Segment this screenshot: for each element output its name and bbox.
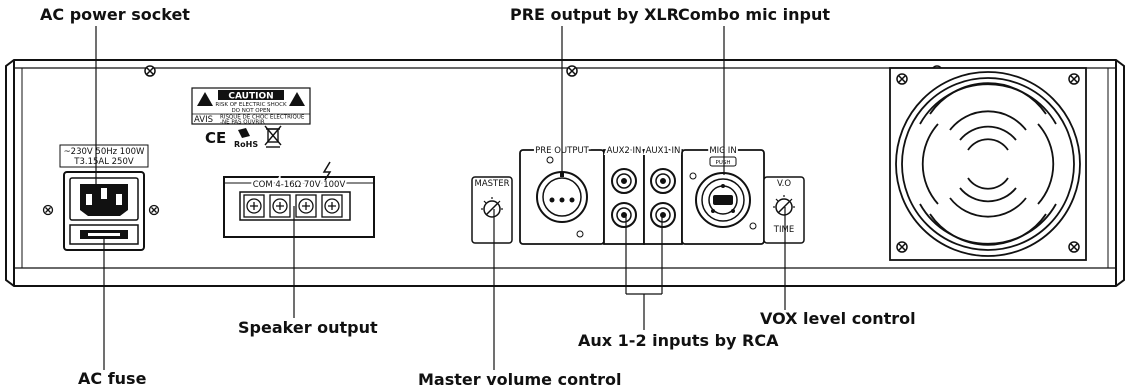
power-rating-line-1: ~230V 50Hz 100W (64, 147, 145, 157)
ce-mark: CE (205, 129, 226, 147)
speaker-output-callout: Speaker output (238, 318, 378, 337)
avis-label: AVIS (194, 115, 213, 125)
ac-fuse-holder-icon (69, 224, 139, 245)
ac-power-socket-callout: AC power socket (40, 5, 190, 24)
callouts: AC power socket PRE output by XLR Combo … (40, 5, 916, 389)
master-label: MASTER (474, 179, 509, 189)
time-label: TIME (773, 225, 794, 235)
push-label: PUSH (716, 160, 731, 166)
caution-line-1: RISK OF ELECTRIC SHOCK (215, 102, 287, 108)
mic-in-label: MIC IN (709, 146, 736, 156)
speaker-terminal-block: COM 4-16Ω 70V 100V (223, 161, 375, 238)
aux-inputs-rca-callout: Aux 1-2 inputs by RCA (578, 331, 779, 350)
ac-power-socket-icon (80, 184, 128, 216)
rohs-mark: RoHS (234, 140, 258, 149)
speaker-terminal-screws (243, 194, 343, 218)
aux1-in-label: AUX1 IN (646, 146, 681, 156)
aux-inputs: AUX2 IN AUX1 IN (603, 144, 683, 245)
certification-marks: CE RoHS (205, 125, 282, 149)
caution-label: CAUTION RISK OF ELECTRIC SHOCK DO NOT OP… (191, 87, 311, 126)
fan-grille (889, 67, 1087, 261)
chassis (5, 59, 1125, 287)
combo-mic-input: MIC IN PUSH (681, 144, 765, 245)
rca-jacks (611, 168, 676, 228)
caution-title: CAUTION (228, 92, 273, 102)
vox-level-control-callout: VOX level control (760, 309, 916, 328)
pre-output-xlr: PRE OUTPUT (519, 144, 605, 245)
speaker-terminal-label: COM 4-16Ω 70V 100V (253, 180, 346, 190)
pre-output-xlr-callout: PRE output by XLR (510, 5, 679, 24)
weee-bin-icon (264, 125, 282, 148)
aux2-in-label: AUX2 IN (607, 146, 642, 156)
combo-mic-input-callout: Combo mic input (678, 5, 830, 24)
avis-line-1: RISQUE DE CHOC ELECTRIQUE (220, 115, 305, 121)
vo-label: V.O (777, 179, 791, 189)
ac-fuse-callout: AC fuse (78, 369, 147, 388)
xlr-pins-icon (549, 197, 575, 203)
master-volume-knob: MASTER (471, 176, 513, 244)
high-voltage-icon (322, 161, 332, 181)
ac-inlet-section: ~230V 50Hz 100W T3.15AL 250V (42, 144, 160, 251)
master-volume-control-callout: Master volume control (418, 370, 621, 389)
caution-line-2: DO NOT OPEN (231, 108, 270, 114)
avis-line-2: -NE PAS OUVRIR (220, 120, 265, 126)
power-rating-line-2: T3.15AL 250V (73, 157, 134, 167)
leader-lines (95, 26, 786, 370)
vox-level-knob: V.O TIME (763, 176, 805, 244)
